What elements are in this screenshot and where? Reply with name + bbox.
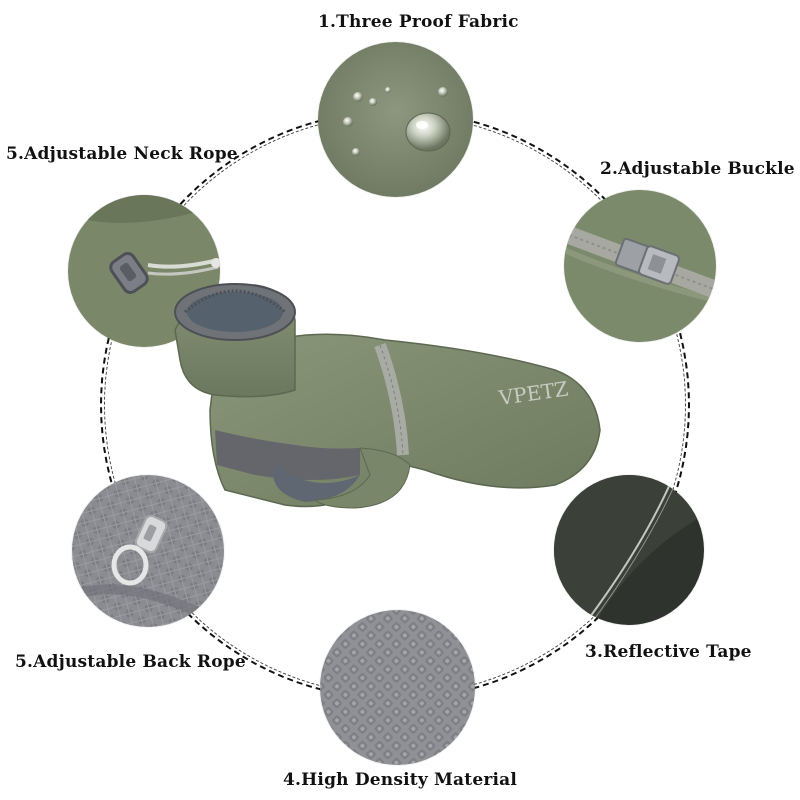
reflective-tape-image — [554, 475, 704, 625]
label-adjustable-neck-rope: 5.Adjustable Neck Rope — [6, 144, 238, 164]
label-three-proof-fabric: 1.Three Proof Fabric — [318, 12, 519, 32]
high-density-material-image — [320, 610, 475, 765]
label-adjustable-buckle: 2.Adjustable Buckle — [600, 159, 795, 179]
adjustable-buckle-image — [564, 190, 716, 342]
adjustable-back-rope-image — [72, 475, 224, 627]
label-high-density-material: 4.High Density Material — [283, 770, 518, 790]
label-adjustable-back-rope: 5.Adjustable Back Rope — [15, 652, 246, 672]
three-proof-fabric-image — [318, 42, 473, 197]
label-reflective-tape: 3.Reflective Tape — [585, 642, 752, 662]
dog-coat-product-image: VPETZ — [155, 270, 615, 530]
